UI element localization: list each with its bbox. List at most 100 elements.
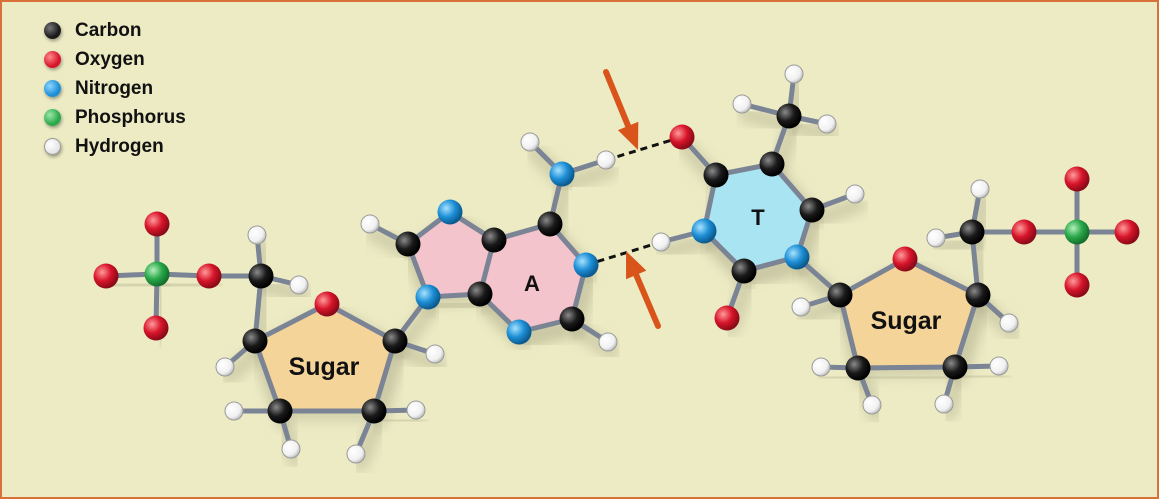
oxygen-atom xyxy=(1064,272,1090,298)
hydrogen-atom xyxy=(811,357,831,377)
bond xyxy=(837,292,861,371)
oxygen-atom xyxy=(196,263,222,289)
arrow-upper xyxy=(603,69,639,150)
carbon-atom xyxy=(845,355,871,381)
bond-shadow xyxy=(558,162,618,192)
legend-item-nitrogen: Nitrogen xyxy=(44,74,186,103)
nitrogen-atom xyxy=(784,244,810,270)
sugar-ring-left xyxy=(255,304,395,411)
carbon-atom xyxy=(959,219,985,245)
oxygen-atom xyxy=(1064,166,1090,192)
hydrogen-atom xyxy=(406,400,426,420)
nitrogen-atom xyxy=(573,252,599,278)
hydrogen-atom xyxy=(791,297,811,317)
nitrogen-atom xyxy=(549,161,575,187)
nitrogen-atom xyxy=(437,199,463,225)
hydrogen-atom xyxy=(845,184,865,204)
legend-label: Phosphorus xyxy=(75,106,186,128)
hydrogen-atom xyxy=(784,64,804,84)
oxygen-atom-icon xyxy=(44,51,61,68)
legend-item-hydrogen: Hydrogen xyxy=(44,132,186,161)
oxygen-atom xyxy=(144,211,170,237)
phosphorus-atom xyxy=(144,261,170,287)
hydrogen-atom xyxy=(520,132,540,152)
hydrogen-atom xyxy=(651,232,671,252)
legend-item-oxygen: Oxygen xyxy=(44,45,186,74)
legend-item-phosphorus: Phosphorus xyxy=(44,103,186,132)
hydrogen-atom xyxy=(224,401,244,421)
legend-label: Oxygen xyxy=(75,48,145,70)
carbon-atom xyxy=(827,282,853,308)
carbon-atom xyxy=(467,281,493,307)
carbon-atom xyxy=(942,354,968,380)
hydrogen-atom xyxy=(360,214,380,234)
oxygen-atom xyxy=(892,246,918,272)
ring-layer xyxy=(255,164,978,411)
carbon-atom-icon xyxy=(44,22,61,39)
carbon-atom xyxy=(731,258,757,284)
carbon-atom xyxy=(395,231,421,257)
hydrogen-atom xyxy=(862,395,882,415)
hydrogen-atom xyxy=(817,114,837,134)
nitrogen-atom xyxy=(415,284,441,310)
carbon-atom xyxy=(382,328,408,354)
carbon-atom xyxy=(481,227,507,253)
carbon-atom xyxy=(559,306,585,332)
sugar-label-right: Sugar xyxy=(871,307,942,335)
thymine-label: T xyxy=(751,205,765,230)
hydrogen-bond-layer xyxy=(585,135,683,267)
arrow-head xyxy=(626,251,647,280)
legend: Carbon Oxygen Nitrogen Phosphorus Hydrog… xyxy=(44,16,186,161)
nitrogen-atom xyxy=(691,218,717,244)
carbon-atom xyxy=(361,398,387,424)
hydrogen-atom xyxy=(215,357,235,377)
carbon-atom xyxy=(703,162,729,188)
oxygen-atom xyxy=(669,124,695,150)
arrow-shaft xyxy=(633,271,661,329)
atom-layer xyxy=(93,64,1140,464)
oxygen-atom xyxy=(714,305,740,331)
bond xyxy=(252,301,330,344)
carbon-atom xyxy=(537,211,563,237)
arrow-layer xyxy=(603,69,661,329)
hydrogen-atom xyxy=(289,275,309,295)
adenine-six-ring xyxy=(480,224,586,332)
carbon-atom xyxy=(759,151,785,177)
carbon-atom xyxy=(267,398,293,424)
bond-shadow xyxy=(808,196,867,228)
bond xyxy=(952,292,981,370)
carbon-atom xyxy=(799,197,825,223)
bond xyxy=(902,256,981,298)
hydrogen-atom xyxy=(926,228,946,248)
hydrogen-atom xyxy=(934,394,954,414)
hydrogen-atom xyxy=(425,344,445,364)
sugar-ring-right xyxy=(840,259,978,368)
hydrogen-atom xyxy=(247,225,267,245)
oxygen-atom xyxy=(93,263,119,289)
legend-label: Hydrogen xyxy=(75,135,164,157)
hydrogen-atom-icon xyxy=(44,138,61,155)
hydrogen-bond xyxy=(585,240,662,267)
thymine-ring xyxy=(704,164,812,271)
bond xyxy=(855,364,958,371)
hydrogen-bond xyxy=(605,135,683,162)
hydrogen-atom xyxy=(732,94,752,114)
phosphorus-atom xyxy=(1064,219,1090,245)
hydrogen-atom xyxy=(346,444,366,464)
oxygen-atom xyxy=(314,291,340,317)
arrow-shaft xyxy=(603,69,632,129)
hydrogen-atom xyxy=(999,313,1019,333)
hydrogen-atom xyxy=(989,356,1009,376)
hydrogen-atom xyxy=(598,332,618,352)
hydrogen-atom xyxy=(970,179,990,199)
nitrogen-atom-icon xyxy=(44,80,61,97)
sugar-label-left: Sugar xyxy=(289,353,360,381)
carbon-atom xyxy=(965,282,991,308)
arrow-lower xyxy=(626,251,661,329)
adenine-five-ring xyxy=(408,212,494,297)
bond xyxy=(324,301,398,344)
carbon-atom xyxy=(242,328,268,354)
oxygen-atom xyxy=(1011,219,1037,245)
